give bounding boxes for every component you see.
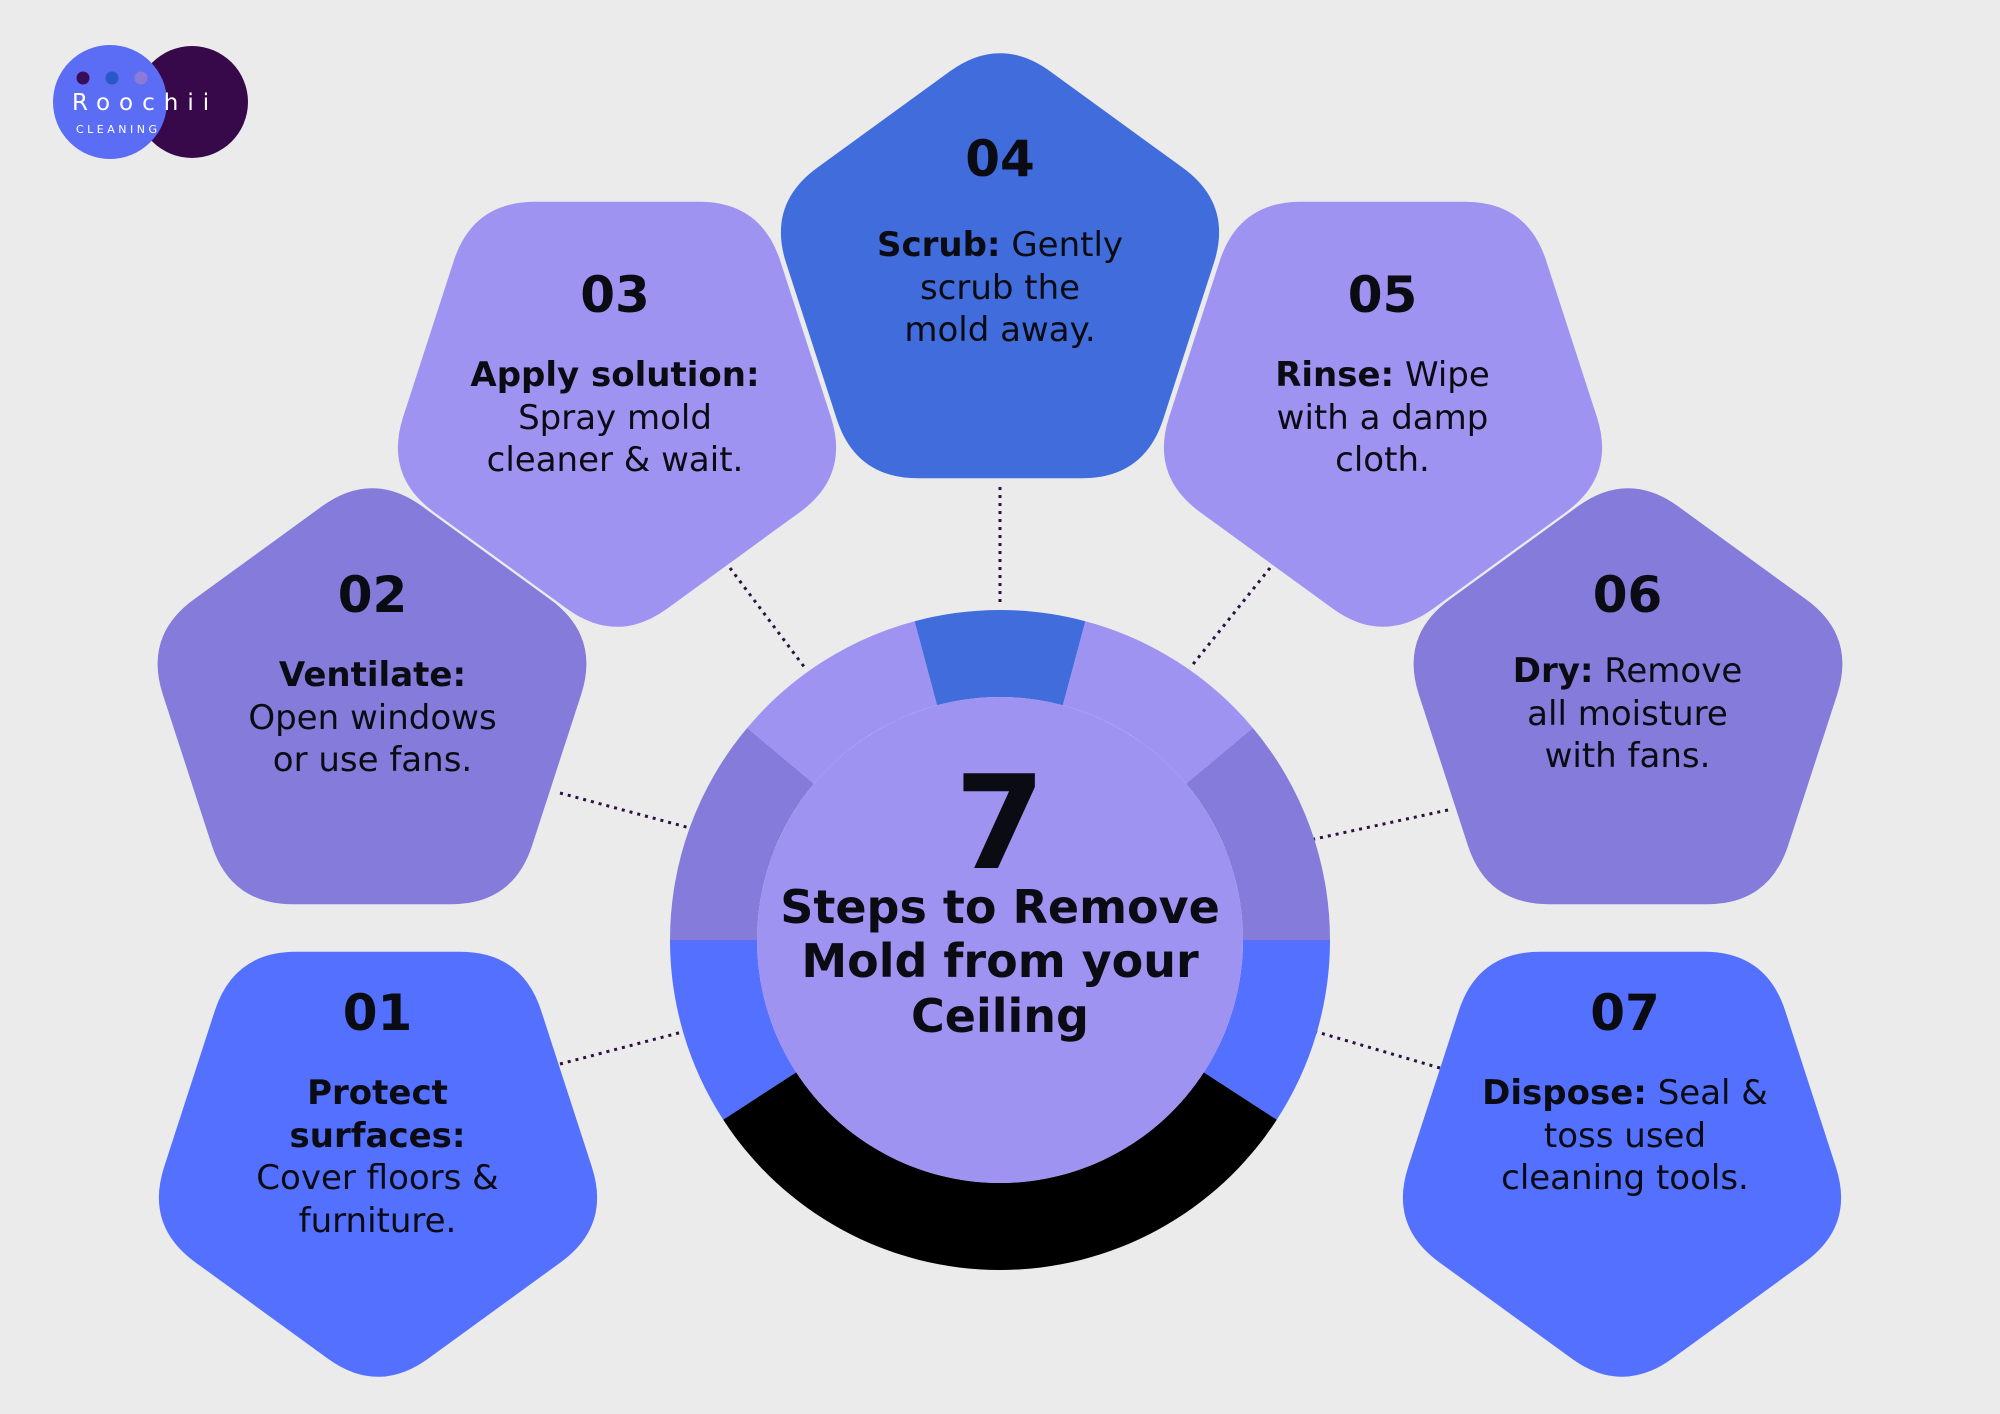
step-body: Wipe with a damp cloth. bbox=[1276, 355, 1490, 480]
step-description: Apply solution: Spray mold cleaner & wai… bbox=[455, 354, 775, 482]
step-body: Seal & toss used cleaning tools. bbox=[1501, 1073, 1768, 1198]
step-title: Ventilate: bbox=[278, 655, 467, 695]
step-pentagon-02 bbox=[157, 488, 587, 905]
step-description: Protect surfaces: Cover floors & furnitu… bbox=[235, 1072, 520, 1242]
step-number: 03 bbox=[580, 266, 650, 324]
brand-tagline: CLEANING bbox=[76, 123, 161, 136]
hub-disc bbox=[757, 697, 1243, 1183]
connectors bbox=[559, 487, 1449, 1070]
step-05: 05 Rinse: Wipe with a damp cloth. bbox=[1245, 270, 1520, 482]
ring-segment-02 bbox=[670, 727, 814, 940]
ring-segment-04 bbox=[914, 610, 1086, 706]
connector-07 bbox=[1309, 1028, 1441, 1070]
ring-segment-06 bbox=[1186, 727, 1330, 940]
step-pentagons bbox=[157, 53, 1843, 1377]
step-number: 07 bbox=[1590, 984, 1660, 1042]
step-title: Rinse: bbox=[1275, 355, 1395, 395]
step-06: 06 Dry: Remove all moisture with fans. bbox=[1490, 570, 1765, 778]
step-01: 01 Protect surfaces: Cover floors & furn… bbox=[235, 988, 520, 1242]
step-03: 03 Apply solution: Spray mold cleaner & … bbox=[455, 270, 775, 482]
step-body: Spray mold cleaner & wait. bbox=[486, 397, 744, 481]
brand-logo bbox=[53, 45, 248, 159]
step-pentagon-06 bbox=[1413, 488, 1843, 905]
ring-segment-07 bbox=[1203, 940, 1330, 1120]
step-description: Scrub: Gently scrub the mold away. bbox=[875, 224, 1125, 352]
step-pentagon-05 bbox=[1163, 201, 1603, 627]
step-body: Remove all moisture with fans. bbox=[1527, 651, 1743, 776]
step-04: 04 Scrub: Gently scrub the mold away. bbox=[875, 134, 1125, 352]
ring-segment-01 bbox=[670, 940, 797, 1120]
step-02: 02 Ventilate: Open windows or use fans. bbox=[240, 570, 505, 782]
step-pentagon-04 bbox=[780, 53, 1220, 479]
step-title: Dry: bbox=[1512, 651, 1594, 691]
step-body: Cover floors & furniture. bbox=[256, 1158, 499, 1241]
hub-number: 7 bbox=[954, 747, 1046, 899]
hub-title: Steps to Remove Mold from your Ceiling bbox=[780, 880, 1220, 1043]
brand-name: Roochii bbox=[72, 90, 219, 116]
step-description: Dispose: Seal & toss used cleaning tools… bbox=[1480, 1072, 1770, 1200]
step-pentagon-07 bbox=[1402, 951, 1842, 1377]
logo-dot-3 bbox=[134, 71, 148, 85]
step-number: 01 bbox=[342, 984, 413, 1042]
logo-back-circle bbox=[136, 46, 248, 158]
ring-segment-base bbox=[723, 1072, 1277, 1270]
step-title: Scrub: bbox=[876, 225, 1001, 265]
connector-03 bbox=[728, 567, 807, 669]
step-title: Apply solution: bbox=[470, 355, 760, 395]
step-pentagon-01 bbox=[158, 951, 598, 1377]
ring-segment-05 bbox=[1062, 621, 1253, 784]
step-number: 06 bbox=[1592, 566, 1663, 624]
step-title: Protect surfaces: bbox=[289, 1073, 466, 1156]
connector-02 bbox=[559, 791, 691, 830]
ring-segment-03 bbox=[747, 621, 938, 784]
step-body: Open windows or use fans. bbox=[248, 697, 497, 781]
step-number: 02 bbox=[337, 566, 408, 624]
step-07: 07 Dispose: Seal & toss used cleaning to… bbox=[1480, 988, 1770, 1200]
connector-05 bbox=[1188, 567, 1272, 669]
step-description: Rinse: Wipe with a damp cloth. bbox=[1245, 354, 1520, 482]
logo-dot-1 bbox=[76, 71, 90, 85]
step-description: Ventilate: Open windows or use fans. bbox=[240, 654, 505, 782]
hub-ring bbox=[670, 610, 1330, 1270]
step-title: Dispose: bbox=[1482, 1073, 1647, 1113]
logo-dot-2 bbox=[105, 71, 119, 85]
step-body: Gently scrub the mold away. bbox=[904, 225, 1124, 350]
step-number: 04 bbox=[965, 130, 1035, 188]
step-pentagon-03 bbox=[397, 201, 837, 627]
step-description: Dry: Remove all moisture with fans. bbox=[1490, 650, 1765, 778]
step-number: 05 bbox=[1347, 266, 1418, 324]
